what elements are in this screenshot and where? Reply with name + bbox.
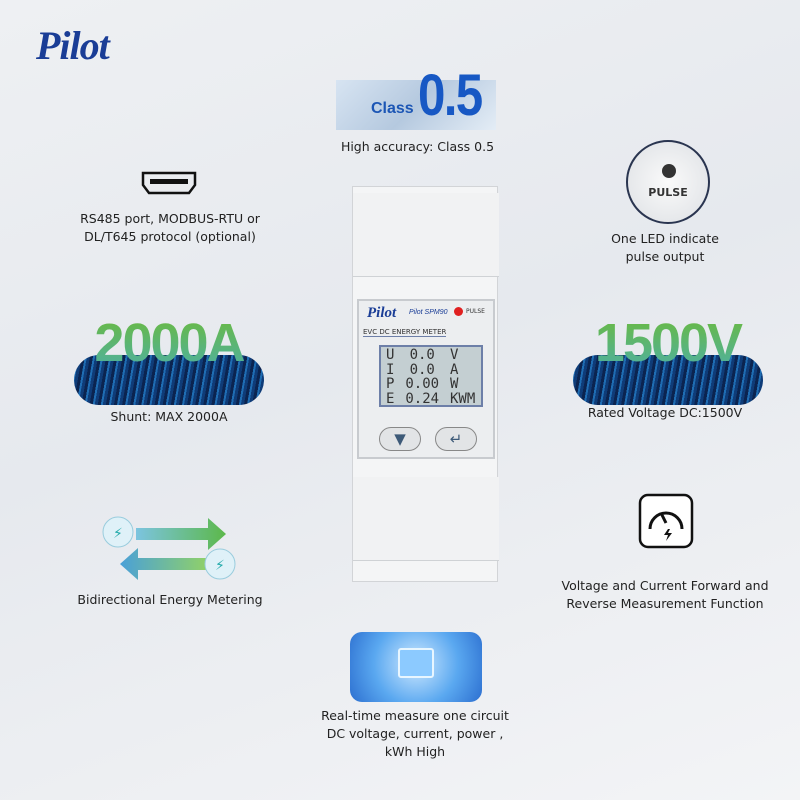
lcd-row: P 0.00 W: [386, 377, 476, 392]
realtime-caption: Real-time measure one circuit DC voltage,…: [290, 707, 540, 761]
lcd-unit: A: [449, 361, 459, 378]
meter-front-panel: Pilot Pilot SPM90 PULSE EVC DC ENERGY ME…: [357, 299, 495, 459]
realtime-caption-line: DC voltage, current, power ,: [326, 726, 504, 741]
bottom-terminal-cover: [353, 477, 499, 561]
lcd-value: 0.24: [405, 390, 440, 407]
rs485-caption: RS485 port, MODBUS-RTU or DL/T645 protoco…: [60, 210, 280, 246]
lcd-row: I 0.0 A: [386, 361, 476, 378]
bidirectional-caption: Bidirectional Energy Metering: [77, 592, 263, 607]
hdmi-port-icon: [141, 171, 197, 195]
meter-title: EVC DC ENERGY METER: [363, 328, 447, 337]
enter-button[interactable]: ↵: [435, 427, 477, 451]
rs485-caption-line: RS485 port, MODBUS-RTU or: [80, 211, 260, 226]
voltage-value: 1500V: [573, 312, 763, 374]
realtime-caption-line: kWh High: [384, 744, 446, 759]
lcd-row: E 0.24 KWM: [386, 390, 476, 407]
pulse-led: [454, 307, 463, 316]
lcd-row: U 0.0 V: [386, 348, 476, 363]
svg-text:⚡: ⚡: [113, 526, 123, 542]
pulse-label: PULSE: [648, 186, 688, 199]
chip-icon: [350, 632, 482, 702]
led-caption: One LED indicate pulse output: [560, 230, 770, 266]
meter-brand: Pilot: [367, 305, 397, 321]
lcd-key: P: [386, 376, 395, 392]
class-badge: Class 0.5: [336, 63, 496, 130]
shunt-value: 2000A: [74, 312, 264, 374]
lcd-key: U: [386, 347, 395, 363]
forward-reverse-caption-line: Voltage and Current Forward and: [561, 578, 769, 593]
badge-class-value: 0.5: [418, 63, 483, 128]
lcd-value: 0.0: [409, 347, 435, 363]
top-terminal-cover: [353, 193, 499, 277]
bidirectional-arrows-icon: ⚡⚡: [102, 516, 236, 580]
badge-class-text: Class: [371, 100, 414, 117]
brand-logo: Pilot: [36, 23, 110, 68]
shunt-caption: Shunt: MAX 2000A: [110, 409, 228, 424]
voltage-banner: [573, 355, 763, 405]
svg-text:⚡: ⚡: [215, 558, 225, 574]
shunt-banner: [74, 355, 264, 405]
realtime-caption-line: Real-time measure one circuit: [321, 708, 509, 723]
voltage-caption: Rated Voltage DC:1500V: [587, 405, 743, 420]
down-button[interactable]: ▼: [379, 427, 421, 451]
led-caption-line: One LED indicate: [611, 231, 719, 246]
lcd-key: I: [386, 361, 395, 378]
lcd-unit: KWM: [450, 390, 476, 407]
accuracy-caption: High accuracy: Class 0.5: [340, 139, 495, 154]
lcd-value: 0.0: [409, 361, 435, 378]
energy-meter: Pilot Pilot SPM90 PULSE EVC DC ENERGY ME…: [352, 186, 499, 582]
lcd-unit: V: [449, 347, 459, 363]
forward-reverse-caption-line: Reverse Measurement Function: [566, 596, 764, 611]
lcd-value: 0.00: [405, 376, 440, 392]
pulse-led-label: PULSE: [466, 308, 485, 315]
lcd-unit: W: [450, 376, 459, 392]
pulse-led-icon: PULSE: [626, 140, 710, 224]
led-caption-line: pulse output: [625, 249, 705, 264]
lcd-key: E: [386, 390, 395, 407]
meter-model: Pilot SPM90: [409, 309, 448, 316]
rs485-caption-line: DL/T645 protocol (optional): [84, 229, 256, 244]
gauge-icon: [638, 493, 694, 549]
